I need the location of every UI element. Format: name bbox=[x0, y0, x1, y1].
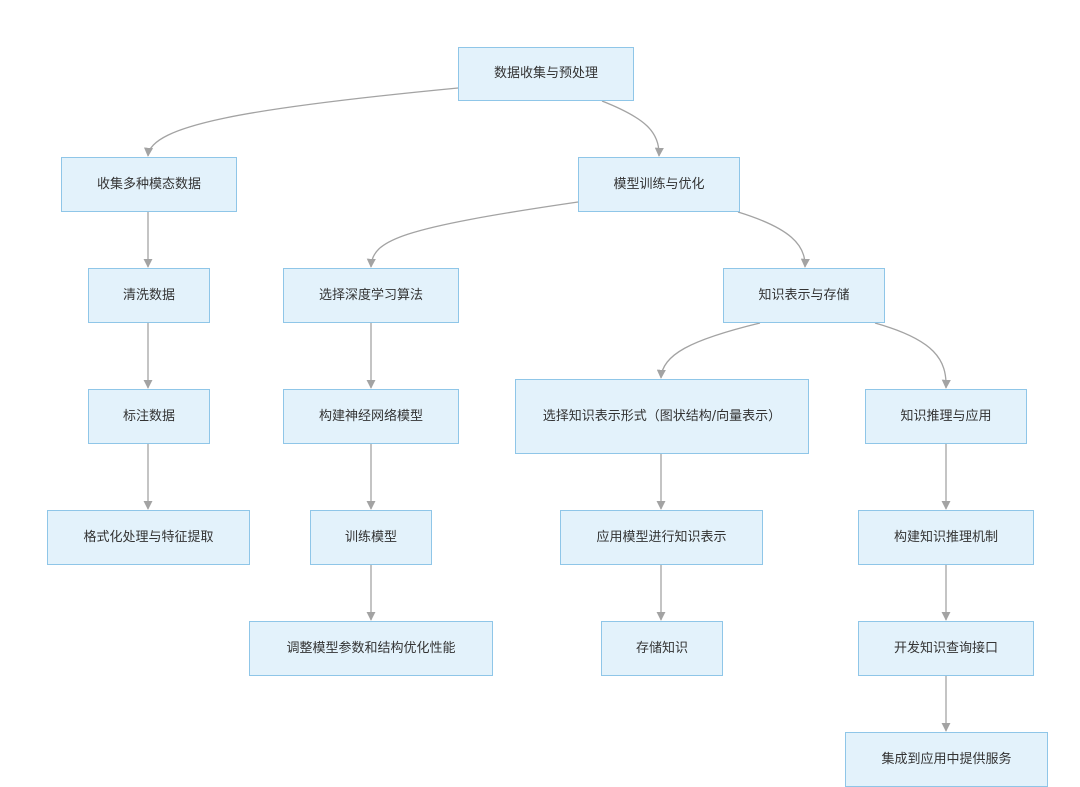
node-train-model: 训练模型 bbox=[310, 510, 432, 565]
node-integrate-into-application: 集成到应用中提供服务 bbox=[845, 732, 1048, 787]
edge-root-train-opt bbox=[601, 100, 664, 157]
node-data-collection-preprocessing: 数据收集与预处理 bbox=[458, 47, 634, 101]
node-label-data: 标注数据 bbox=[88, 389, 210, 444]
edge-knowledge-store-reasoning bbox=[874, 322, 951, 389]
node-develop-query-interface: 开发知识查询接口 bbox=[858, 621, 1034, 676]
node-knowledge-reasoning-application: 知识推理与应用 bbox=[865, 389, 1027, 444]
node-format-feature-extraction: 格式化处理与特征提取 bbox=[47, 510, 250, 565]
node-model-training-optimization: 模型训练与优化 bbox=[578, 157, 740, 212]
node-clean-data: 清洗数据 bbox=[88, 268, 210, 323]
edge-knowledge-store-select-repr bbox=[656, 322, 761, 379]
node-knowledge-representation-storage: 知识表示与存储 bbox=[723, 268, 885, 323]
node-build-neural-network: 构建神经网络模型 bbox=[283, 389, 459, 444]
edge-root-collect bbox=[144, 87, 459, 157]
node-select-knowledge-representation: 选择知识表示形式（图状结构/向量表示） bbox=[515, 379, 809, 454]
node-select-dl-algorithm: 选择深度学习算法 bbox=[283, 268, 459, 323]
edge-train-opt-select-algo bbox=[366, 201, 579, 268]
node-store-knowledge: 存储知识 bbox=[601, 621, 723, 676]
node-build-reasoning-mechanism: 构建知识推理机制 bbox=[858, 510, 1034, 565]
node-apply-model-knowledge-representation: 应用模型进行知识表示 bbox=[560, 510, 763, 565]
node-tune-model-params: 调整模型参数和结构优化性能 bbox=[249, 621, 493, 676]
edge-train-opt-knowledge-store bbox=[737, 211, 810, 268]
node-collect-multimodal-data: 收集多种模态数据 bbox=[61, 157, 237, 212]
